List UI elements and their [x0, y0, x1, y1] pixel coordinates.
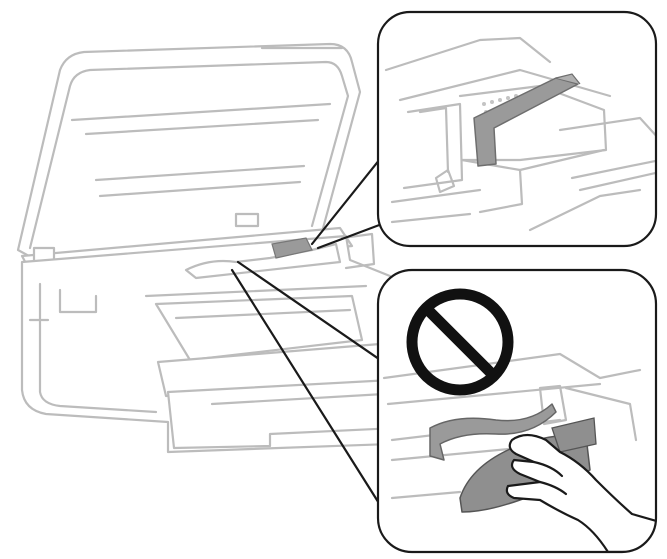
cartridge-area — [184, 237, 342, 280]
callout-bottom — [376, 268, 658, 554]
transportation-tape-icon — [271, 237, 313, 259]
callout-top — [376, 10, 658, 248]
scanner-lid — [16, 42, 362, 264]
prohibition-icon — [406, 288, 514, 396]
printer-icon — [16, 42, 398, 454]
paper-output-tray — [154, 294, 398, 450]
transportation-tape-icon — [429, 403, 557, 461]
